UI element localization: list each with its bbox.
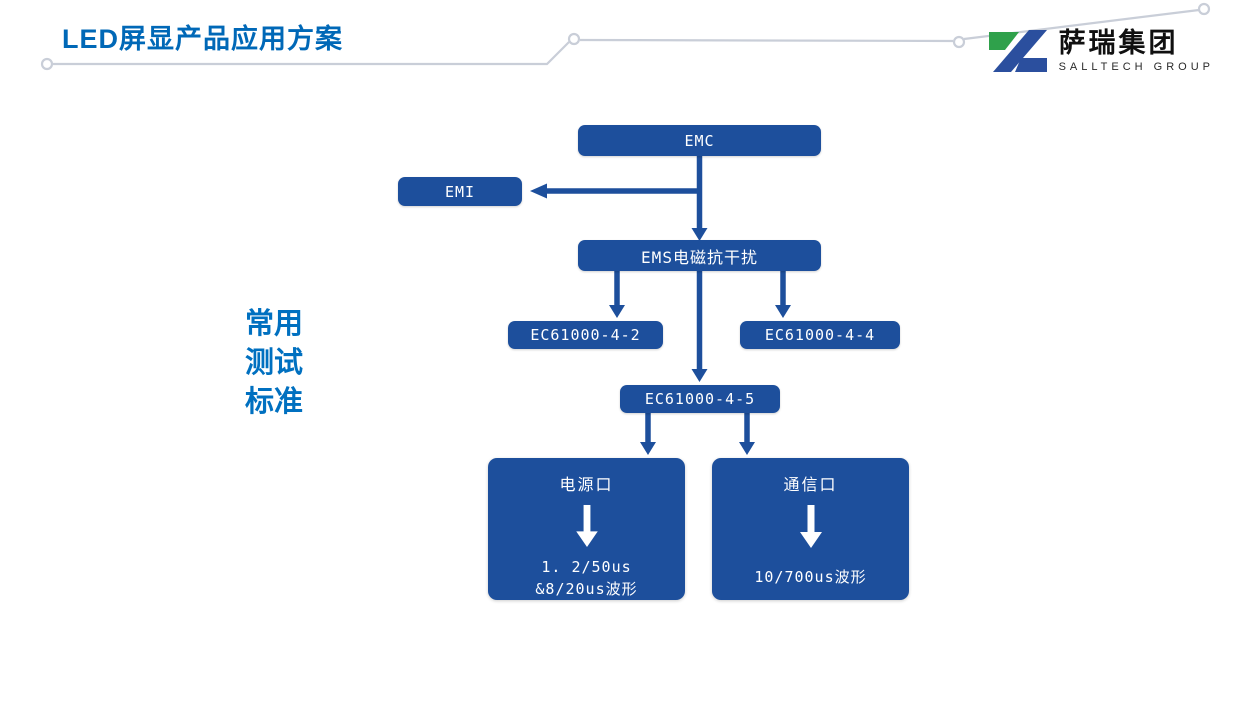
arrowhead [775,305,791,318]
power-port-title: 电源口 [559,475,614,494]
power-waveform-line-1: 1. 2/50us [541,558,632,576]
node-ec61000-4-4: EC61000-4-4 [740,321,900,349]
deco-dot [40,57,54,71]
node-emc: EMC [578,125,821,156]
arrowhead [609,305,625,318]
down-arrow-icon [575,504,598,548]
node-comm-port: 通信口 10/700us波形 [712,458,909,600]
power-port-waveforms: 1. 2/50us &8/20us波形 [535,556,637,600]
side-label-line-3: 标准 [245,386,304,418]
power-waveform-line-2: &8/20us波形 [535,580,638,598]
comm-waveform-line-1: 10/700us波形 [754,568,867,586]
salltech-logo-icon [988,30,1047,72]
node-power-port: 电源口 1. 2/50us &8/20us波形 [488,458,685,600]
node-ec61000-4-5: EC61000-4-5 [620,385,780,413]
logo-subtitle: SALLTECH GROUP [1058,61,1214,74]
deco-line-mid [579,38,954,43]
comm-port-waveforms: 10/700us波形 [754,566,866,588]
company-logo: 萨瑞集团 SALLTECH GROUP [987,24,1214,78]
deco-dot [1197,2,1211,16]
side-label: 常用 测试 标准 [245,305,303,422]
page-title: LED屏显产品应用方案 [62,24,343,54]
side-label-line-1: 常用 [245,308,304,340]
arrowhead [691,369,708,382]
node-ems: EMS电磁抗干扰 [578,240,821,271]
arrowhead [530,183,547,199]
deco-dot [952,35,966,49]
logo-name: 萨瑞集团 [1058,27,1179,58]
down-arrow-icon [799,505,822,548]
arrowhead [640,442,656,455]
side-label-line-2: 测试 [245,347,304,379]
node-emi: EMI [398,177,522,206]
logo-text: 萨瑞集团 SALLTECH GROUP [1058,27,1214,74]
node-ec61000-4-2: EC61000-4-2 [508,321,663,349]
arrowhead [739,442,755,455]
deco-dot [567,32,581,46]
comm-port-title: 通信口 [783,475,838,494]
